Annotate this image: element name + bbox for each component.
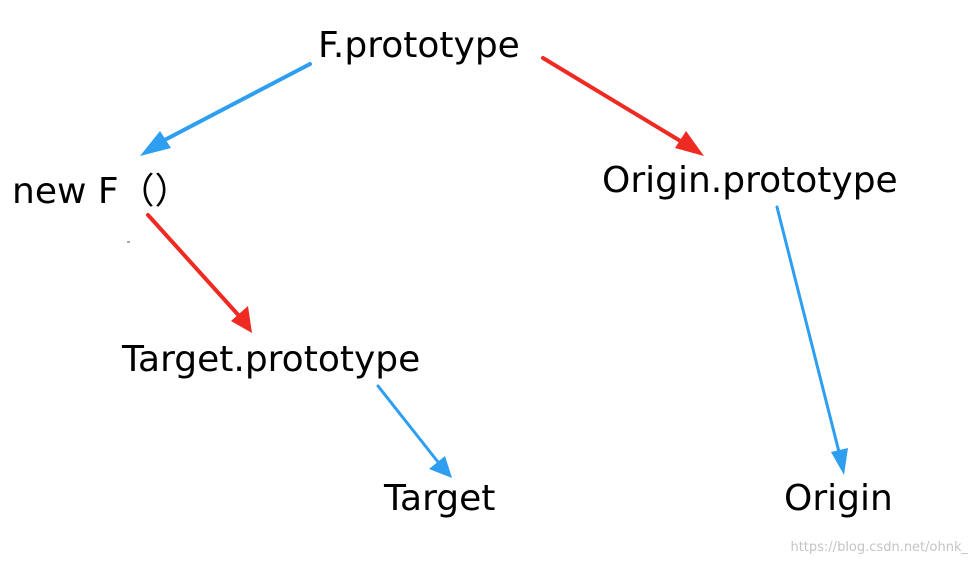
node-new-f: new F（） [12,171,191,212]
node-target: Target [384,478,496,519]
node-target-prototype: Target.prototype [122,339,421,380]
arrow-newf-to-tproto [146,213,252,333]
node-f-prototype: F.prototype [318,25,520,66]
arrow-oproto-to-origin [775,205,848,475]
watermark-text: https://blog.csdn.net/ohnk_ [790,540,968,555]
arrow-fproto-to-oproto [541,56,704,156]
arrow-fproto-to-newf [140,62,312,156]
arrow-tproto-to-target [376,384,452,478]
node-origin: Origin [784,478,893,519]
node-origin-prototype: Origin.prototype [602,160,898,201]
